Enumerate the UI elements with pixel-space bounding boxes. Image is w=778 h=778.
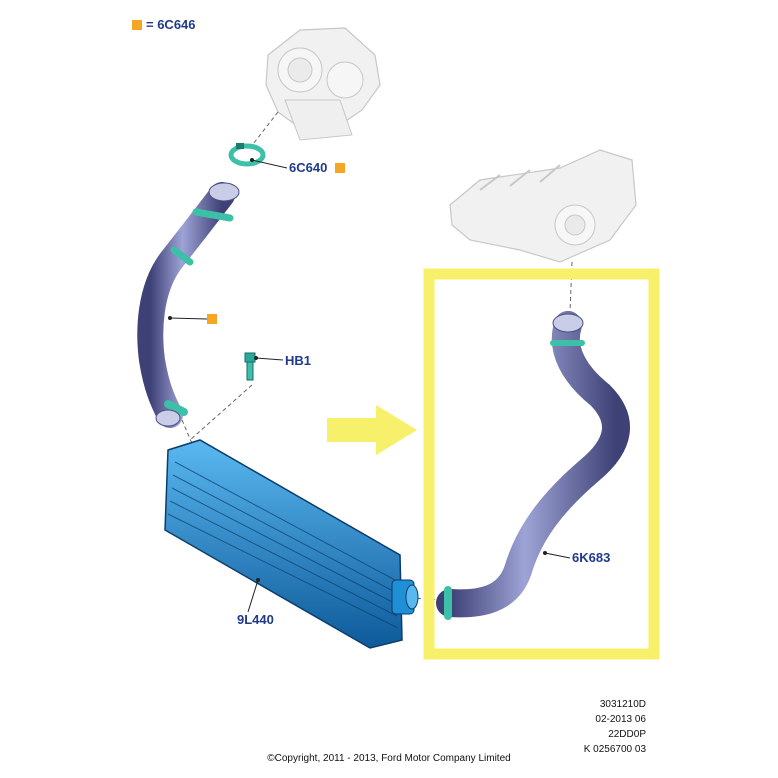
- leader-dots: [168, 158, 547, 582]
- intercooler-part: [164, 439, 419, 649]
- bolt-callout: HB1: [285, 353, 312, 368]
- meta-line: 02-2013 06: [595, 714, 646, 725]
- meta-line: 3031210D: [599, 699, 646, 710]
- orange-square-marker: [334, 163, 345, 173]
- turbocharger-ghost: [265, 27, 381, 141]
- highlight-box: [423, 268, 660, 660]
- highlight-arrow: [327, 405, 417, 455]
- orange-square-marker: [132, 19, 142, 30]
- inlet-hose: [137, 182, 240, 428]
- orange-square-marker: [207, 314, 217, 324]
- bolt-part: [244, 352, 256, 381]
- intake-manifold-ghost: [449, 149, 637, 263]
- clamp-label: 6C640: [289, 160, 328, 175]
- meta-line: 22DD0P: [608, 729, 646, 740]
- legend: = 6C646: [132, 17, 196, 32]
- copyright-notice: ©Copyright, 2011 - 2013, Ford Motor Comp…: [267, 753, 511, 764]
- clamp-part: [228, 143, 266, 167]
- meta-line: K 0256700 03: [583, 744, 646, 755]
- legend-label: = 6C646: [146, 17, 196, 32]
- drawing-meta: 3031210D 02-2013 06 22DD0P K 0256700 03: [584, 697, 646, 757]
- outlet-hose-part: [436, 311, 630, 620]
- leader-lines: [169, 159, 571, 613]
- outlet-hose-callout: 6K683: [572, 550, 611, 565]
- clamp-callout: 6C640: [289, 160, 345, 175]
- intercooler-callout: 9L440: [237, 612, 274, 627]
